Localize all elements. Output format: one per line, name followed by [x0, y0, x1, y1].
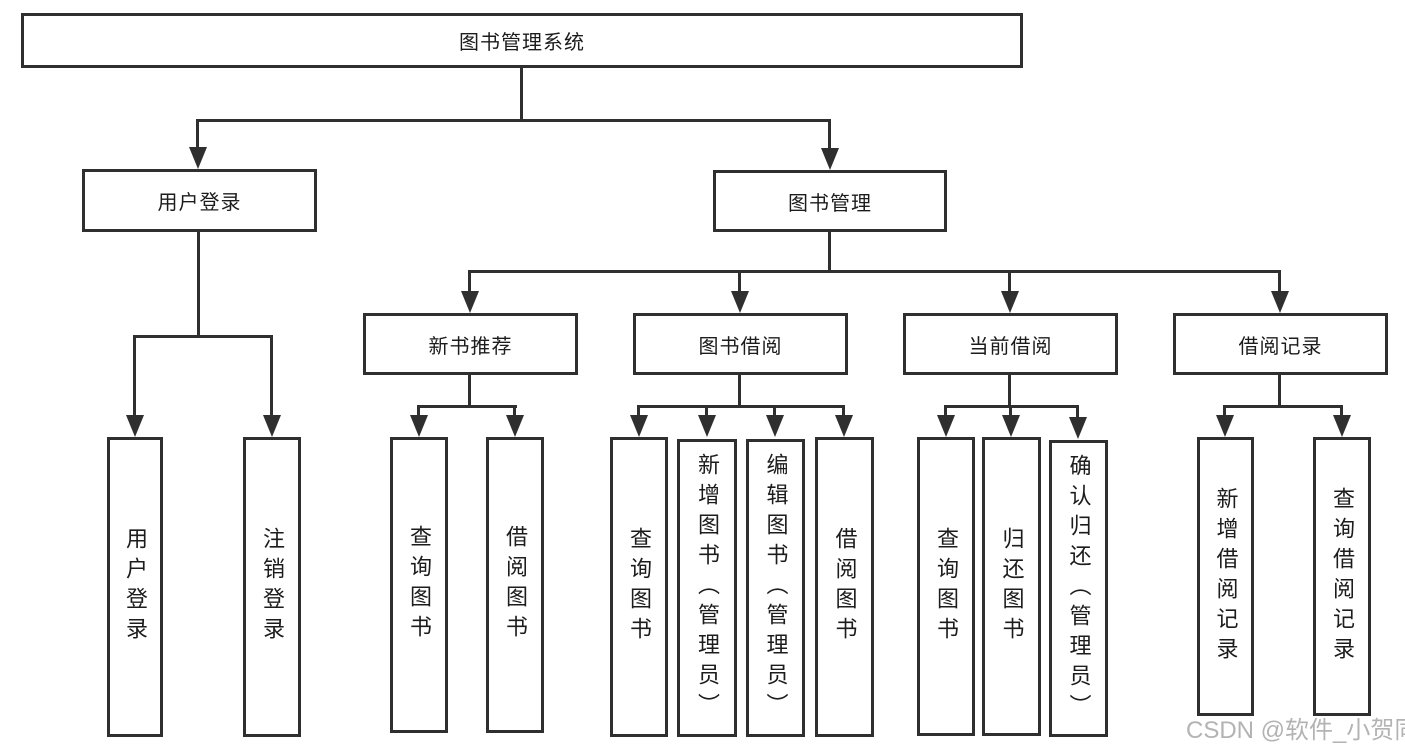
node-library-system: 图书管理系统	[21, 13, 1023, 68]
node-label: 图书管理	[788, 192, 872, 215]
connector-line	[1008, 373, 1011, 408]
connector-line	[944, 405, 947, 419]
connector-line	[1278, 373, 1281, 408]
node-borrow-record: 借阅记录	[1173, 313, 1388, 375]
connector-line	[738, 373, 741, 408]
connector-line	[1076, 405, 1079, 419]
connector-line	[828, 119, 831, 152]
node-label: 借阅图书	[503, 525, 528, 645]
arrowhead-down-icon	[263, 415, 281, 437]
connector-line	[197, 119, 831, 122]
leaf-add-books-admin: 新增图书（管理员）	[677, 439, 737, 737]
node-label: 确认归还（管理员）	[1066, 453, 1092, 724]
node-label: 注销登录	[260, 527, 285, 647]
node-book-borrow: 图书借阅	[633, 313, 848, 375]
connector-line	[468, 270, 1281, 273]
node-label: 新增借阅记录	[1213, 486, 1239, 667]
node-user-login: 用户登录	[82, 169, 317, 232]
arrowhead-down-icon	[126, 415, 144, 437]
connector-line	[417, 405, 420, 419]
node-label: 用户登录	[157, 192, 242, 214]
arrowhead-down-icon	[698, 415, 716, 437]
leaf-confirm-return-admin: 确认归还（管理员）	[1049, 440, 1108, 737]
connector-line	[133, 335, 136, 419]
node-label: 新书推荐	[428, 335, 513, 358]
arrowhead-down-icon	[766, 415, 784, 437]
node-label: 查询借阅记录	[1330, 486, 1355, 667]
node-label: 当前借阅	[968, 335, 1053, 358]
leaf-add-borrow-record: 新增借阅记录	[1197, 437, 1254, 716]
connector-line	[1009, 405, 1012, 419]
arrowhead-down-icon	[1216, 415, 1234, 437]
arrowhead-down-icon	[630, 415, 648, 437]
arrowhead-down-icon	[821, 148, 839, 170]
connector-line	[417, 405, 517, 408]
leaf-edit-books-admin: 编辑图书（管理员）	[746, 439, 805, 737]
node-label: 归还图书	[999, 526, 1025, 647]
connector-line	[637, 405, 845, 408]
arrowhead-down-icon	[937, 415, 955, 437]
node-label: 借阅图书	[832, 527, 858, 647]
connector-line	[705, 405, 708, 419]
arrowhead-down-icon	[189, 147, 207, 169]
arrowhead-down-icon	[461, 291, 479, 313]
arrowhead-down-icon	[410, 415, 428, 437]
connector-line	[270, 335, 273, 419]
connector-line	[133, 335, 273, 338]
arrowhead-down-icon	[506, 415, 524, 437]
connector-line	[1223, 405, 1343, 408]
connector-line	[1008, 270, 1011, 295]
node-label: 用户登录	[123, 527, 148, 647]
connector-line	[520, 67, 523, 122]
arrowhead-down-icon	[835, 415, 853, 437]
leaf-borrow-books-2: 借阅图书	[815, 437, 874, 737]
connector-line	[637, 405, 640, 419]
connector-line	[773, 405, 776, 419]
node-label: 图书管理系统	[459, 32, 585, 54]
arrowhead-down-icon	[1069, 417, 1087, 439]
connector-line	[513, 405, 516, 419]
connector-line	[468, 373, 471, 408]
csdn-watermark: CSDN @软件_小贺同学	[1186, 717, 1405, 744]
node-new-book-recommend: 新书推荐	[363, 313, 578, 375]
leaf-query-books-2: 查询图书	[610, 437, 668, 737]
arrowhead-down-icon	[1333, 415, 1351, 437]
connector-line	[196, 119, 199, 152]
connector-line	[1340, 405, 1343, 419]
connector-line	[468, 270, 471, 295]
node-label: 借阅记录	[1238, 335, 1323, 358]
leaf-logout: 注销登录	[243, 437, 301, 737]
arrowhead-down-icon	[1002, 415, 1020, 437]
connector-line	[197, 230, 200, 338]
leaf-query-books-3: 查询图书	[917, 437, 975, 736]
node-label: 编辑图书（管理员）	[763, 453, 789, 723]
connector-line	[738, 270, 741, 295]
connector-line	[842, 405, 845, 419]
node-label: 新增图书（管理员）	[695, 453, 720, 723]
leaf-borrow-books-1: 借阅图书	[486, 437, 544, 733]
arrowhead-down-icon	[1001, 291, 1019, 313]
node-label: 图书借阅	[698, 335, 783, 358]
arrowhead-down-icon	[731, 291, 749, 313]
leaf-user-login: 用户登录	[107, 437, 163, 737]
connector-line	[828, 230, 831, 273]
leaf-query-books-1: 查询图书	[390, 437, 448, 733]
node-label: 查询图书	[627, 527, 652, 647]
node-label: 查询图书	[407, 525, 432, 645]
node-book-management: 图书管理	[713, 170, 947, 232]
connector-line	[1223, 405, 1226, 419]
node-label: 查询图书	[934, 526, 959, 647]
node-current-borrow: 当前借阅	[903, 313, 1118, 375]
arrowhead-down-icon	[1271, 291, 1289, 313]
connector-line	[1278, 270, 1281, 295]
leaf-return-books: 归还图书	[982, 437, 1041, 736]
leaf-query-borrow-record: 查询借阅记录	[1313, 437, 1371, 716]
